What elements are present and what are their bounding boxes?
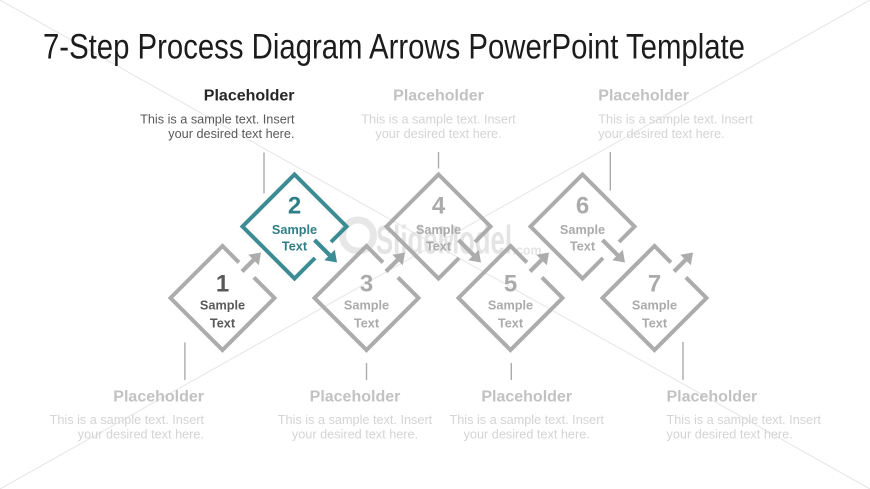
svg-text:This is a sample text. Insert: This is a sample text. Insert (449, 413, 604, 427)
svg-text:Sample: Sample (272, 223, 317, 237)
svg-text:your desired text here.: your desired text here. (292, 427, 418, 441)
svg-text:This is a sample text. Insert: This is a sample text. Insert (278, 413, 433, 427)
svg-text:Sample: Sample (344, 299, 389, 313)
svg-text:Text: Text (282, 240, 308, 254)
svg-text:6: 6 (576, 193, 589, 220)
svg-text:your desired text here.: your desired text here. (168, 127, 294, 141)
svg-text:Placeholder: Placeholder (204, 88, 295, 105)
svg-text:7-Step Process Diagram Arrows: 7-Step Process Diagram Arrows PowerPoint… (43, 28, 745, 67)
svg-text:Text: Text (426, 240, 452, 254)
svg-text:your desired text here.: your desired text here. (78, 427, 204, 441)
svg-text:Sample: Sample (632, 299, 677, 313)
svg-text:Placeholder: Placeholder (598, 88, 689, 105)
svg-text:3: 3 (360, 271, 373, 298)
svg-text:2: 2 (288, 193, 301, 220)
svg-text:Text: Text (210, 316, 236, 330)
svg-text:Text: Text (642, 316, 668, 330)
svg-text:Sample: Sample (560, 223, 605, 237)
svg-text:your desired text here.: your desired text here. (464, 427, 590, 441)
svg-text:This is a sample text. Insert: This is a sample text. Insert (361, 113, 516, 127)
svg-text:4: 4 (432, 193, 446, 220)
svg-text:This is a sample text. Insert: This is a sample text. Insert (50, 413, 205, 427)
svg-text:1: 1 (216, 271, 229, 298)
svg-text:your desired text here.: your desired text here. (375, 127, 501, 141)
svg-text:Sample: Sample (488, 299, 533, 313)
svg-text:Placeholder: Placeholder (393, 88, 484, 105)
svg-text:This is a sample text. Insert: This is a sample text. Insert (598, 113, 753, 127)
svg-text:Text: Text (498, 316, 524, 330)
svg-text:7: 7 (648, 271, 661, 298)
svg-text:This is a sample text. Insert: This is a sample text. Insert (140, 113, 295, 127)
svg-text:5: 5 (504, 271, 517, 298)
svg-text:Text: Text (570, 240, 596, 254)
svg-text:Placeholder: Placeholder (667, 389, 758, 406)
svg-text:Text: Text (354, 316, 380, 330)
svg-text:Placeholder: Placeholder (481, 389, 572, 406)
svg-text:Placeholder: Placeholder (310, 389, 401, 406)
svg-text:Placeholder: Placeholder (113, 389, 204, 406)
svg-text:Sample: Sample (200, 299, 245, 313)
svg-text:your desired text here.: your desired text here. (667, 427, 793, 441)
svg-text:your desired text here.: your desired text here. (598, 127, 724, 141)
svg-text:Sample: Sample (416, 223, 461, 237)
svg-text:This is a sample text. Insert: This is a sample text. Insert (667, 413, 822, 427)
